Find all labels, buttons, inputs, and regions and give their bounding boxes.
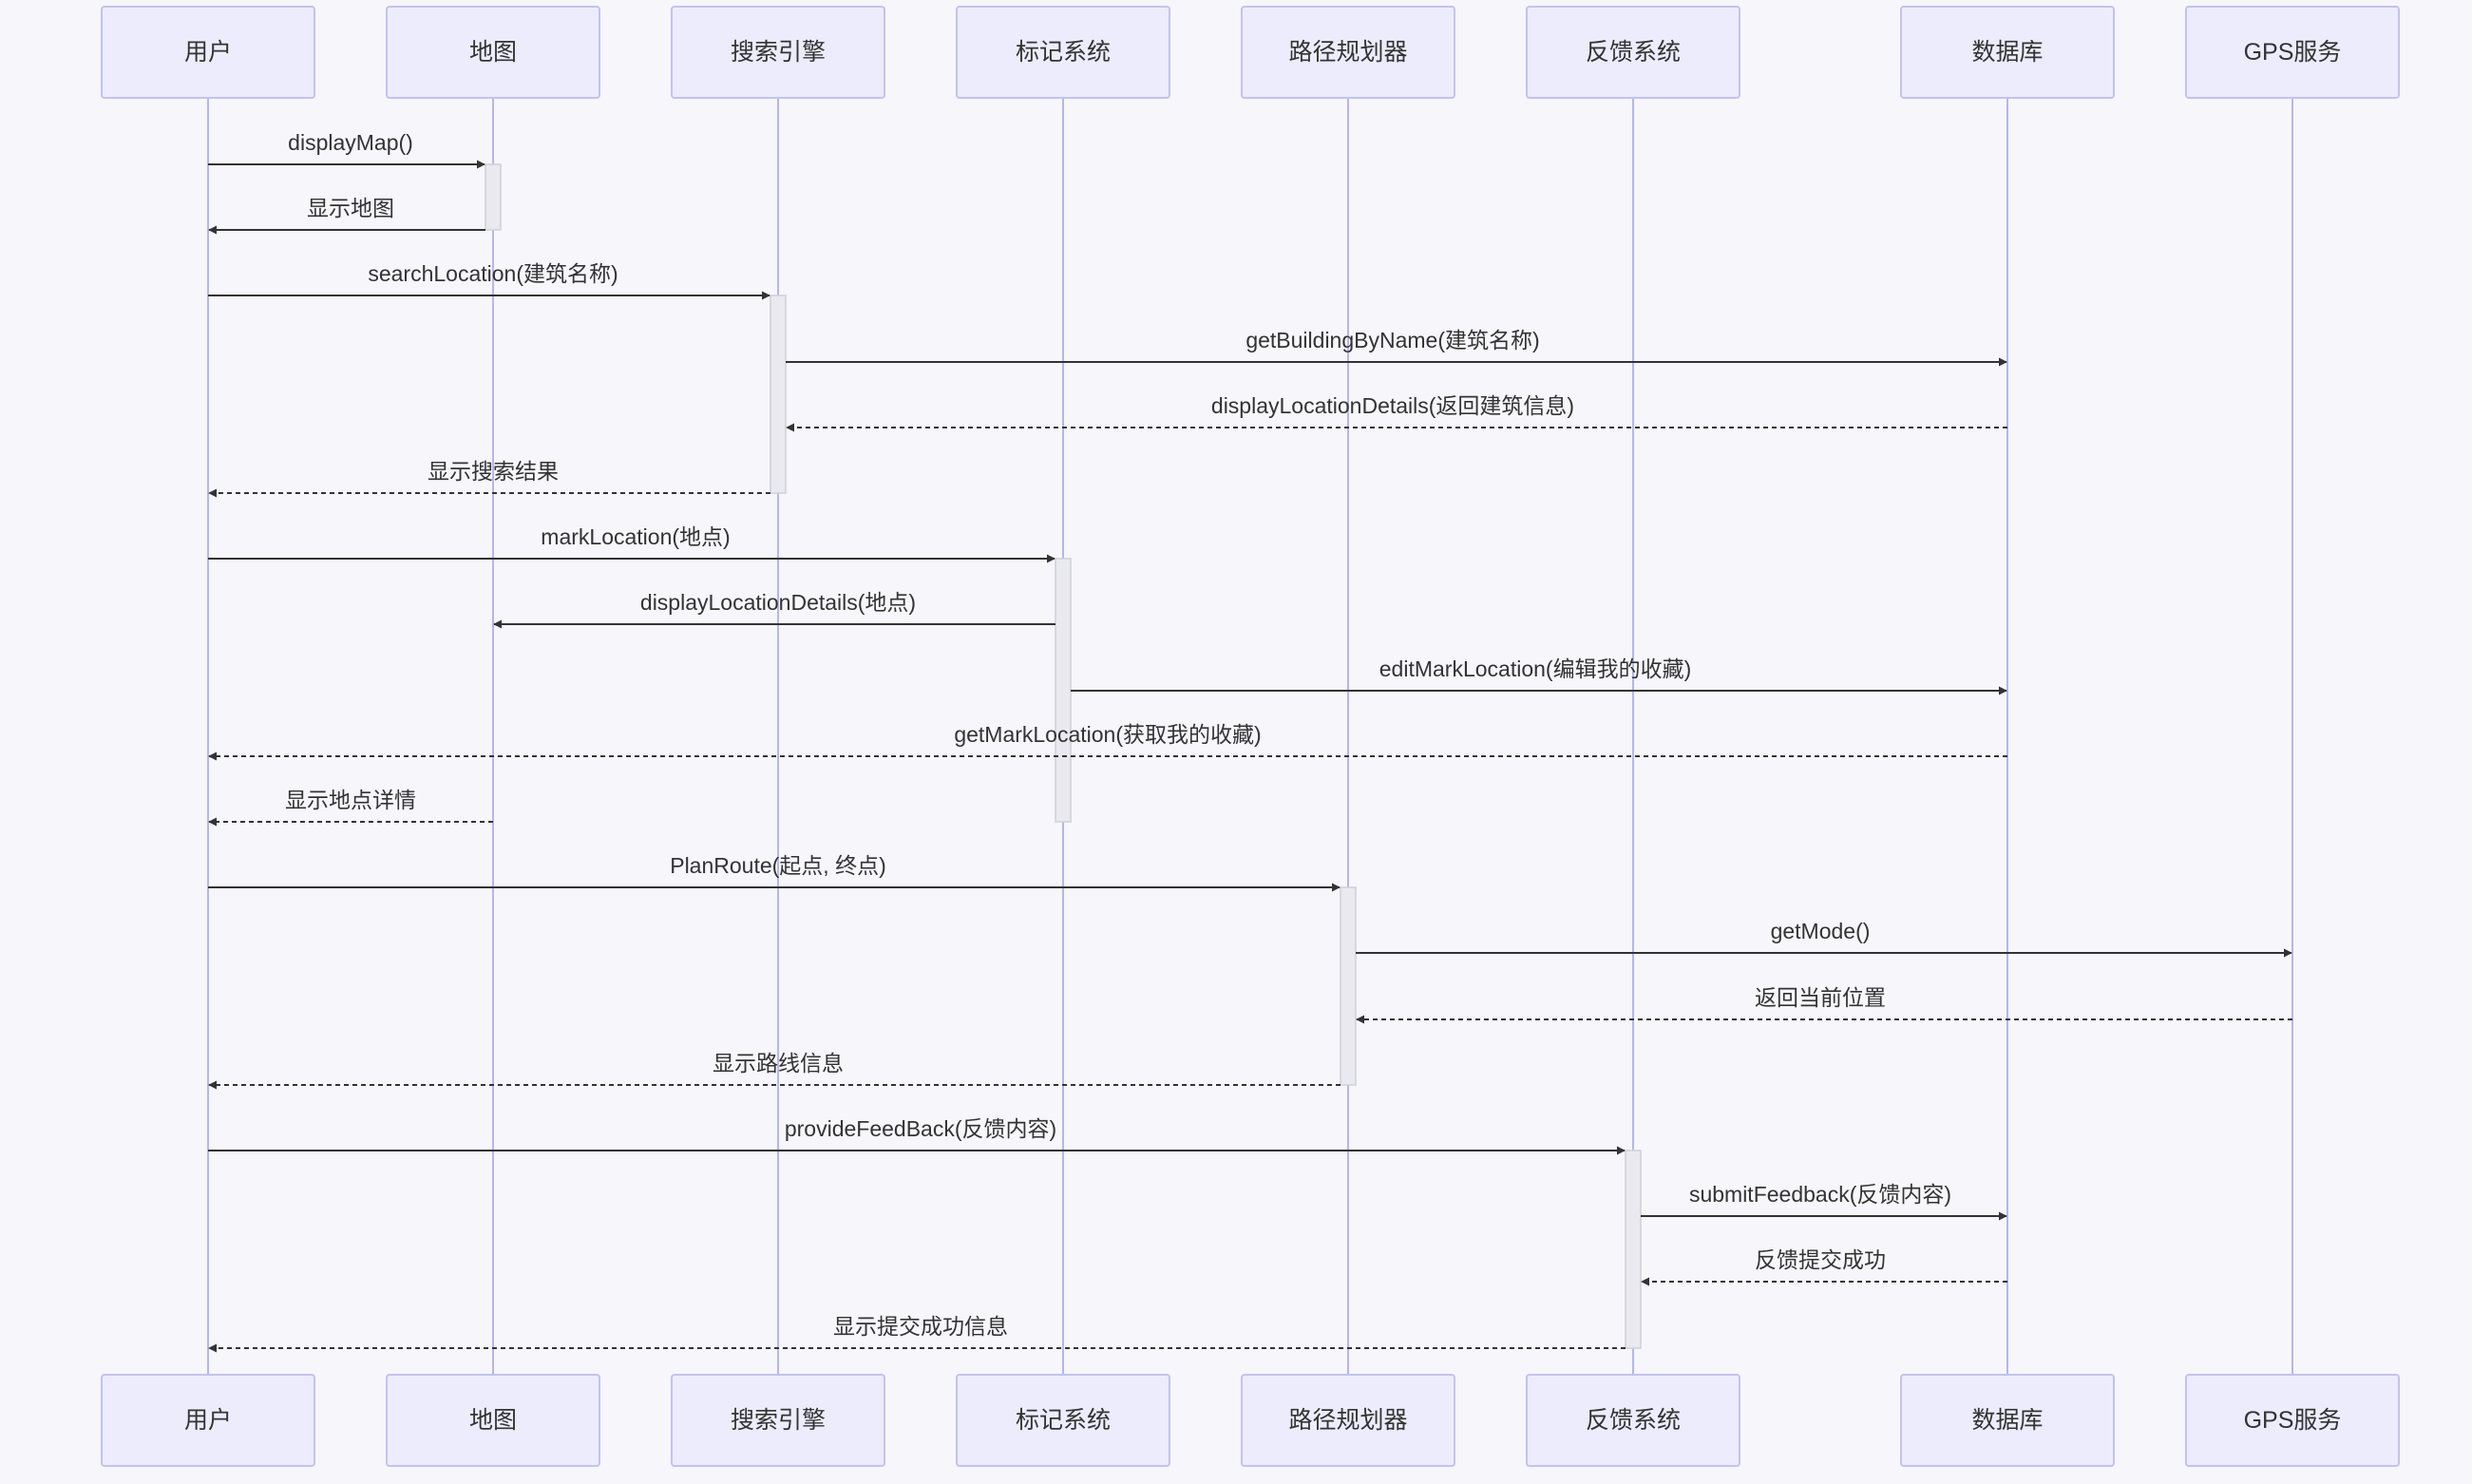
participant-box <box>386 1374 600 1467</box>
participant-user-top: 用户 <box>101 6 315 99</box>
participant-feedback-bottom: 反馈系统 <box>1526 1374 1740 1467</box>
participant-label: 地图 <box>469 1407 517 1434</box>
message-5: 显示搜索结果 <box>208 459 770 498</box>
message-13: 返回当前位置 <box>1356 985 2292 1024</box>
participant-label: 用户 <box>184 39 232 66</box>
message-label: displayLocationDetails(返回建筑信息) <box>1211 393 1574 418</box>
participant-box <box>1526 1374 1740 1467</box>
participant-db-top: 数据库 <box>1900 6 2115 99</box>
participant-box <box>956 6 1170 99</box>
participant-user-bottom: 用户 <box>101 1374 315 1467</box>
participant-search-top: 搜索引擎 <box>671 6 885 99</box>
activation-bar-map <box>485 163 502 231</box>
participant-search-bottom: 搜索引擎 <box>671 1374 885 1467</box>
message-10: 显示地点详情 <box>208 788 493 827</box>
activation-bars <box>485 163 1642 1349</box>
message-2: searchLocation(建筑名称) <box>208 261 770 300</box>
participant-gps-bottom: GPS服务 <box>2185 1374 2400 1467</box>
participant-box <box>1526 6 1740 99</box>
participant-box <box>2185 6 2400 99</box>
message-1: 显示地图 <box>208 196 485 235</box>
message-16: submitFeedback(反馈内容) <box>1641 1182 2007 1221</box>
activation-bar-search <box>770 295 787 494</box>
participant-feedback-top: 反馈系统 <box>1526 6 1740 99</box>
message-label: displayLocationDetails(地点) <box>640 590 916 615</box>
participant-label: 标记系统 <box>1016 39 1111 66</box>
message-label: getMarkLocation(获取我的收藏) <box>954 722 1261 747</box>
participant-label: 搜索引擎 <box>731 39 826 66</box>
participant-db-bottom: 数据库 <box>1900 1374 2115 1467</box>
participant-label: 数据库 <box>1971 1407 2043 1434</box>
message-6: markLocation(地点) <box>208 524 1055 563</box>
message-label: 显示搜索结果 <box>428 459 559 484</box>
message-3: getBuildingByName(建筑名称) <box>786 328 2007 367</box>
participant-footer-row: 用户 地图 搜索引擎 标记系统 路径规划器 反馈系统 数据库 GPS服务 <box>101 1374 2400 1467</box>
participant-label: 路径规划器 <box>1288 1407 1407 1434</box>
participant-label: 数据库 <box>1971 39 2043 66</box>
message-18: 显示提交成功信息 <box>208 1314 1626 1353</box>
participant-map-top: 地图 <box>386 6 600 99</box>
message-4: displayLocationDetails(返回建筑信息) <box>786 393 2007 432</box>
message-8: editMarkLocation(编辑我的收藏) <box>1071 656 2007 695</box>
message-label: displayMap() <box>288 130 413 155</box>
activation-bar-feedback <box>1625 1150 1642 1349</box>
messages: displayMap() 显示地图 searchLocation(建筑名称) getB… <box>208 130 2292 1353</box>
message-15: provideFeedBack(反馈内容) <box>208 1116 1626 1155</box>
message-label: editMarkLocation(编辑我的收藏) <box>1379 656 1691 681</box>
message-17: 反馈提交成功 <box>1641 1247 2007 1286</box>
participant-box <box>956 1374 1170 1467</box>
participant-mark-top: 标记系统 <box>956 6 1170 99</box>
message-label: 显示地图 <box>307 196 394 220</box>
participant-box <box>1241 6 1455 99</box>
participant-box <box>671 1374 885 1467</box>
participant-label: GPS服务 <box>2244 39 2342 66</box>
message-11: PlanRoute(起点, 终点) <box>208 853 1341 892</box>
message-label: submitFeedback(反馈内容) <box>1689 1182 1951 1207</box>
participant-box <box>2185 1374 2400 1467</box>
participant-label: GPS服务 <box>2244 1407 2342 1434</box>
message-label: getMode() <box>1771 919 1871 943</box>
message-label: provideFeedBack(反馈内容) <box>785 1116 1056 1141</box>
participant-box <box>1900 1374 2115 1467</box>
participant-label: 路径规划器 <box>1288 39 1407 66</box>
participant-box <box>1241 1374 1455 1467</box>
message-9: getMarkLocation(获取我的收藏) <box>208 722 2007 761</box>
message-14: 显示路线信息 <box>208 1051 1341 1090</box>
message-0: displayMap() <box>208 130 485 169</box>
participant-label: 搜索引擎 <box>731 1407 826 1434</box>
activation-bar-mark <box>1055 558 1072 823</box>
message-label: markLocation(地点) <box>541 524 730 549</box>
message-label: 返回当前位置 <box>1755 985 1886 1010</box>
participant-label: 反馈系统 <box>1586 1407 1681 1434</box>
participant-box <box>101 6 315 99</box>
participant-route-bottom: 路径规划器 <box>1241 1374 1455 1467</box>
message-label: 显示路线信息 <box>713 1051 844 1075</box>
participant-header-row: 用户 地图 搜索引擎 标记系统 路径规划器 反馈系统 数据库 GPS服务 <box>101 6 2400 99</box>
participant-label: 用户 <box>184 1407 232 1434</box>
participant-map-bottom: 地图 <box>386 1374 600 1467</box>
activation-bar-route <box>1340 886 1357 1086</box>
message-label: getBuildingByName(建筑名称) <box>1246 328 1539 352</box>
participant-box <box>1900 6 2115 99</box>
participant-box <box>671 6 885 99</box>
message-label: 显示地点详情 <box>285 788 416 812</box>
participant-route-top: 路径规划器 <box>1241 6 1455 99</box>
participant-label: 反馈系统 <box>1586 39 1681 66</box>
participant-box <box>101 1374 315 1467</box>
participant-mark-bottom: 标记系统 <box>956 1374 1170 1467</box>
message-label: searchLocation(建筑名称) <box>368 261 618 286</box>
message-label: 反馈提交成功 <box>1755 1247 1886 1272</box>
message-12: getMode() <box>1356 919 2292 958</box>
participant-label: 标记系统 <box>1016 1407 1111 1434</box>
message-label: PlanRoute(起点, 终点) <box>670 853 886 878</box>
message-label: 显示提交成功信息 <box>833 1314 1008 1339</box>
participant-gps-top: GPS服务 <box>2185 6 2400 99</box>
participant-label: 地图 <box>469 39 517 66</box>
participant-box <box>386 6 600 99</box>
message-7: displayLocationDetails(地点) <box>493 590 1055 629</box>
